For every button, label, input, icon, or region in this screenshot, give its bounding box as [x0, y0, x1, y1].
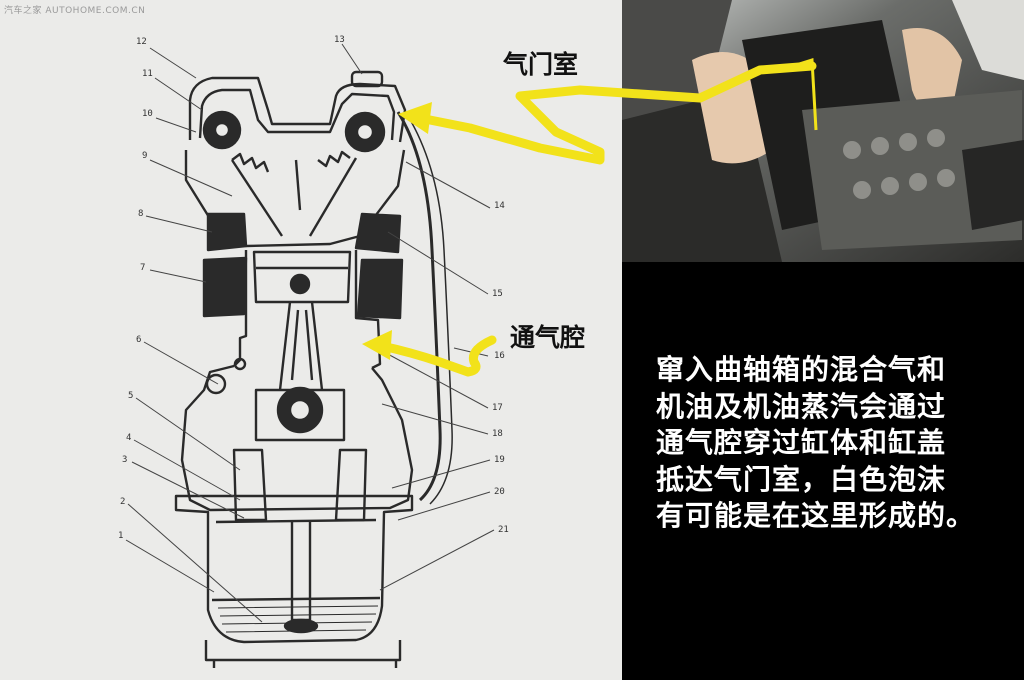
caption-line: 通气腔穿过缸体和缸盖: [656, 426, 947, 459]
part-number-3: 3: [122, 455, 128, 465]
caption-line: 有可能是在这里形成的。: [656, 499, 976, 532]
part-number-10: 10: [142, 109, 153, 119]
part-number-14: 14: [494, 201, 505, 211]
valve-chamber-label: 气门室: [503, 50, 579, 79]
caption-line: 抵达气门室，白色泡沫: [656, 462, 947, 496]
engine-line-drawing: [125, 43, 495, 668]
engine-photo: [622, 0, 1024, 262]
part-number-11: 11: [142, 69, 153, 79]
caption-line: 窜入曲轴箱的混合气和: [656, 353, 947, 386]
part-number-16: 16: [494, 351, 505, 361]
ventilation-cavity-label: 通气腔: [510, 323, 586, 352]
part-number-12: 12: [136, 37, 147, 47]
part-number-4: 4: [126, 433, 132, 443]
part-number-13: 13: [334, 35, 345, 45]
caption-panel: [622, 262, 1024, 680]
part-number-17: 17: [492, 403, 503, 413]
watermark-text: 汽车之家 AUTOHOME.COM.CN: [4, 6, 146, 16]
part-number-21: 21: [498, 525, 509, 535]
caption-line: 机油及机油蒸汽会通过: [656, 389, 947, 423]
part-number-2: 2: [120, 497, 126, 507]
part-number-15: 15: [492, 289, 503, 299]
part-number-18: 18: [492, 429, 503, 439]
part-number-1: 1: [118, 531, 124, 541]
part-number-19: 19: [494, 455, 505, 465]
part-number-9: 9: [142, 151, 148, 161]
part-number-20: 20: [494, 487, 505, 497]
part-number-6: 6: [136, 335, 142, 345]
part-number-5: 5: [128, 391, 134, 401]
engine-photo-illustration: [622, 0, 1024, 262]
part-number-7: 7: [140, 263, 146, 273]
part-number-8: 8: [138, 209, 144, 219]
explanation-caption: 窜入曲轴箱的混合气和 机油及机油蒸汽会通过 通气腔穿过缸体和缸盖 抵达气门室，白…: [656, 352, 1016, 535]
